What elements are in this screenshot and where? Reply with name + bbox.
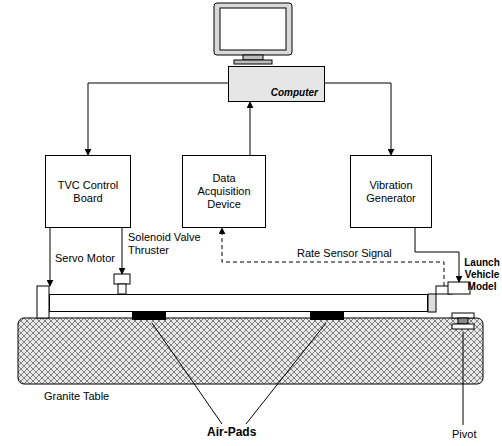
- pivot-symbol: [452, 313, 474, 329]
- air-pad: [132, 312, 166, 320]
- connector: [88, 83, 228, 155]
- granite-table: [18, 318, 483, 384]
- rate-sensor: [428, 282, 470, 312]
- monitor: [214, 3, 292, 64]
- part-label: Air-Pads: [206, 426, 257, 439]
- process-box: Vibration Generator: [350, 155, 432, 228]
- computer-unit: Computer: [228, 66, 325, 102]
- connector: [250, 102, 251, 155]
- node-text: TVC Control Board: [50, 179, 126, 205]
- process-box: Data Acquisition Device: [182, 155, 266, 228]
- node-text: Computer: [271, 86, 318, 99]
- node-text: Launch Vehicle Model: [460, 257, 502, 293]
- air-pad: [310, 312, 344, 320]
- connector: [222, 228, 444, 286]
- servo-bracket: [37, 286, 49, 318]
- edge-label: Solenoid Valve Thruster: [127, 231, 213, 257]
- thruster: [114, 274, 130, 294]
- connector: [325, 83, 391, 155]
- edge-label: Rate Sensor Signal: [296, 247, 393, 260]
- launch-vehicle-beam: Launch Vehicle Model: [49, 294, 428, 312]
- part-label: Pivot: [451, 428, 477, 441]
- connector: [50, 228, 51, 286]
- process-box: TVC Control Board: [45, 155, 131, 228]
- connector: [415, 228, 459, 282]
- connector: [122, 228, 123, 274]
- leader-line: [152, 323, 463, 425]
- edge-label: Servo Motor: [54, 252, 116, 265]
- node-text: Vibration Generator: [355, 179, 427, 205]
- granite-table-region: Granite Table: [18, 318, 483, 384]
- node-text: Data Acquisition Device: [187, 172, 261, 211]
- node-text: Granite Table: [44, 390, 109, 402]
